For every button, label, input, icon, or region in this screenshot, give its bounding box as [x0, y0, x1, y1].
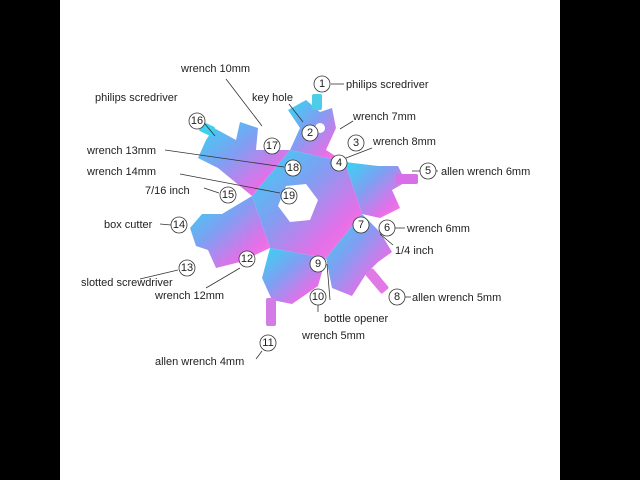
callout-num: 12 — [241, 253, 253, 265]
label-quarter-inch: 1/4 inch — [395, 245, 434, 257]
callout-6: 6 — [378, 219, 396, 237]
callout-num: 2 — [307, 127, 313, 139]
label-allen-wrench-4mm: allen wrench 4mm — [155, 356, 244, 368]
callout-num: 8 — [394, 291, 400, 303]
callout-num: 14 — [173, 219, 185, 231]
label-wrench-6mm: wrench 6mm — [406, 223, 470, 235]
callout-16: 16 — [188, 112, 206, 130]
callout-11: 11 — [259, 334, 277, 352]
label-slotted-screwdriver: slotted screwdriver — [81, 277, 173, 289]
callout-num: 19 — [283, 190, 295, 202]
callout-15: 15 — [219, 186, 237, 204]
callout-17: 17 — [263, 137, 281, 155]
tool-arm-lower-right — [326, 214, 392, 296]
callout-8: 8 — [388, 288, 406, 306]
label-allen-wrench-5mm: allen wrench 5mm — [412, 292, 501, 304]
callout-7: 7 — [352, 216, 370, 234]
label-key-hole: key hole — [252, 92, 293, 104]
callout-num: 10 — [312, 291, 324, 303]
callout-4: 4 — [330, 154, 348, 172]
callout-num: 1 — [319, 78, 325, 90]
label-wrench-13mm: wrench 13mm — [86, 145, 156, 157]
callout-3: 3 — [347, 134, 365, 152]
screwdriver-tip-top — [312, 94, 322, 110]
callout-18: 18 — [284, 159, 302, 177]
label-wrench-5mm: wrench 5mm — [301, 330, 365, 342]
label-wrench-12mm: wrench 12mm — [154, 290, 224, 302]
label-philips-scredriver-1: philips scredriver — [346, 79, 429, 91]
label-seven-sixteenths-inch: 7/16 inch — [145, 185, 190, 197]
label-wrench-14mm: wrench 14mm — [86, 166, 156, 178]
callout-num: 6 — [384, 222, 390, 234]
allen-key-6mm — [396, 174, 418, 184]
allen-key-5mm — [365, 268, 389, 294]
callout-num: 5 — [425, 165, 431, 177]
label-bottle-opener: bottle opener — [324, 313, 389, 325]
callout-1: 1 — [313, 75, 331, 93]
callout-num: 3 — [353, 137, 359, 149]
callout-num: 18 — [287, 162, 299, 174]
label-philips-scredriver-16: philips scredriver — [95, 92, 178, 104]
tool-arm-right — [345, 162, 406, 218]
callout-10: 10 — [309, 288, 327, 306]
callout-num: 9 — [315, 258, 321, 270]
callout-numbers: 1 2 3 4 5 6 7 8 9 10 11 12 13 14 15 16 1… — [170, 75, 437, 352]
callout-19: 19 — [280, 187, 298, 205]
callout-num: 16 — [191, 115, 203, 127]
callout-num: 4 — [336, 157, 342, 169]
label-wrench-10mm: wrench 10mm — [180, 63, 250, 75]
tool-arm-lower-left — [190, 196, 270, 268]
callout-9: 9 — [309, 255, 327, 273]
label-allen-wrench-6mm: allen wrench 6mm — [441, 166, 530, 178]
callout-num: 15 — [222, 189, 234, 201]
callout-labels: philips scredriver key hole wrench 7mm w… — [81, 63, 530, 368]
label-box-cutter: box cutter — [104, 219, 153, 231]
tool-arm-upper-left — [198, 122, 290, 196]
callout-5: 5 — [419, 162, 437, 180]
label-wrench-8mm: wrench 8mm — [372, 136, 436, 148]
label-wrench-7mm: wrench 7mm — [352, 111, 416, 123]
callout-num: 11 — [262, 337, 273, 349]
allen-key-4mm — [266, 298, 276, 326]
callout-12: 12 — [238, 250, 256, 268]
callout-num: 17 — [266, 140, 278, 152]
callout-num: 13 — [181, 262, 193, 274]
callout-num: 7 — [358, 219, 364, 231]
callout-13: 13 — [178, 259, 196, 277]
callout-2: 2 — [301, 124, 319, 142]
callout-14: 14 — [170, 216, 188, 234]
